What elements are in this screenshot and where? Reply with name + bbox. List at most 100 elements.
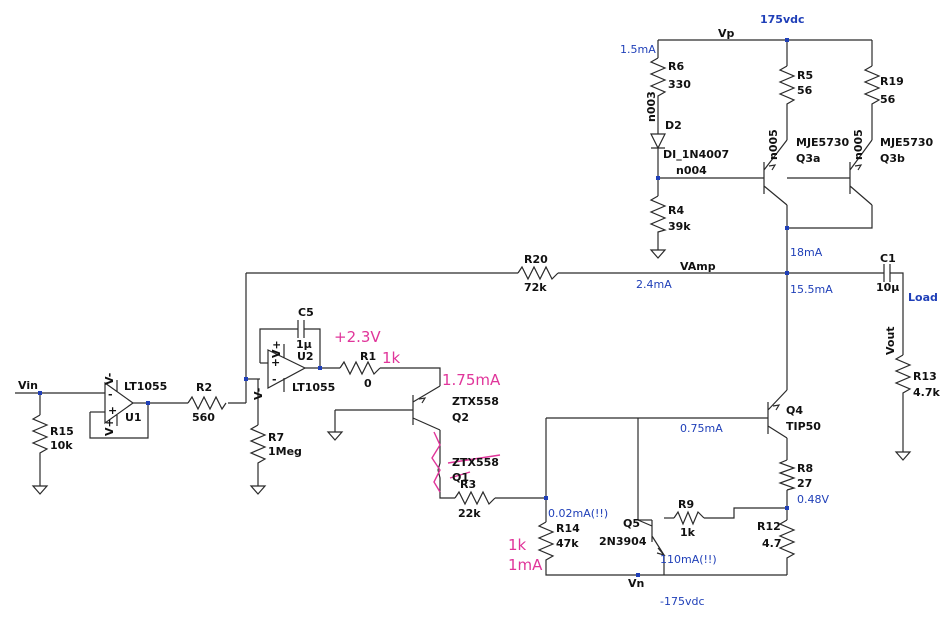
net-vp: Vp (718, 27, 735, 40)
supply-pos: 175vdc (760, 13, 805, 26)
net-vn: Vn (628, 577, 644, 590)
u1-vplus: V+ (103, 418, 116, 436)
c5-ref: C5 (298, 306, 314, 319)
q1-model: ZTX558 (452, 456, 499, 469)
r9-value: 1k (680, 526, 696, 539)
ground-icon (894, 451, 912, 461)
r1-ref: R1 (360, 350, 376, 363)
markup-2-3v: +2.3V (334, 328, 381, 346)
r4-value: 39k (668, 220, 691, 233)
r13-value: 4.7k (913, 386, 940, 399)
annot-18ma: 18mA (790, 246, 823, 259)
r12-ref: R12 (757, 520, 781, 533)
r3-value: 22k (458, 507, 481, 520)
r1-body (339, 360, 381, 376)
r15-value: 10k (50, 439, 73, 452)
r15-ref: R15 (50, 425, 74, 438)
ground-icon (31, 485, 49, 495)
r8-body (778, 459, 796, 491)
r6-value: 330 (668, 78, 691, 91)
net-vin: Vin (18, 379, 38, 392)
net-vamp: VAmp (680, 260, 716, 273)
opamp-u1 (104, 380, 135, 426)
c1-ref: C1 (880, 252, 896, 265)
net-n004: n004 (676, 164, 707, 177)
r4-ref: R4 (668, 204, 684, 217)
labels: Vin Vp VAmp Vn n004 Vout Load n003 n005 … (18, 13, 940, 608)
u1-vminus: V- (103, 373, 116, 385)
r5-ref: R5 (797, 69, 813, 82)
markup-r14-1ma: 1mA (508, 556, 543, 574)
r19-body (863, 65, 881, 106)
r20-ref: R20 (524, 253, 548, 266)
u2-inplus: + (271, 356, 280, 369)
c5-body (290, 320, 312, 338)
q5-model: 2N3904 (599, 535, 647, 548)
q2-model: ZTX558 (452, 395, 499, 408)
q2-symbol (396, 385, 441, 431)
q2-ref: Q2 (452, 411, 469, 424)
q5-ref: Q5 (623, 517, 640, 530)
q4-symbol (757, 389, 788, 439)
markup-1-75ma: 1.75mA (442, 371, 501, 389)
diode-d2 (650, 128, 666, 150)
ground-symbols (31, 249, 912, 495)
u1-model: LT1055 (124, 380, 167, 393)
r2-value: 560 (192, 411, 215, 424)
annot-15-5ma: 15.5mA (790, 283, 833, 296)
resistors (31, 57, 912, 565)
ground-icon (249, 485, 267, 495)
net-vout: Vout (884, 326, 897, 355)
q4-ref: Q4 (786, 404, 803, 417)
q1-ref: Q1 (452, 471, 469, 484)
r20-value: 72k (524, 281, 547, 294)
capacitors (290, 264, 897, 338)
transistors (396, 139, 873, 557)
r14-value: 47k (556, 537, 579, 550)
r19-value: 56 (880, 93, 896, 106)
c1-body (875, 264, 897, 282)
d2-model: DI_1N4007 (663, 148, 729, 161)
u2-inminus: - (272, 373, 277, 386)
u2-ref: U2 (297, 350, 314, 363)
r14-ref: R14 (556, 522, 580, 535)
annot-vp-current: 1.5mA (620, 43, 656, 56)
r6-body (649, 57, 667, 98)
r7-body (249, 424, 267, 467)
r2-body (187, 395, 227, 411)
wires (15, 39, 904, 576)
r6-ref: R6 (668, 60, 684, 73)
q3b-ref: Q3b (880, 152, 905, 165)
r5-body (778, 65, 796, 106)
supply-neg: -175vdc (660, 595, 705, 608)
q3b-model: MJE5730 (880, 136, 934, 149)
u1-inminus: - (108, 388, 113, 401)
markup-r14-1k: 1k (508, 536, 527, 554)
markup-r1-1k: 1k (382, 349, 401, 367)
r7-ref: R7 (268, 431, 284, 444)
u1-ref: U1 (125, 411, 142, 424)
r12-body (778, 519, 796, 565)
ground-icon (649, 249, 667, 259)
ground-icon (326, 431, 344, 441)
r1-value: 0 (364, 377, 372, 390)
r3-body (454, 490, 496, 506)
q3a-symbol (750, 139, 788, 206)
r8-ref: R8 (797, 462, 813, 475)
d2-ref: D2 (665, 119, 682, 132)
annot-0-48v: 0.48V (797, 493, 829, 506)
r12-value: 4.7 (762, 537, 782, 550)
r7-value: 1Meg (268, 445, 302, 458)
opamp-u2 (267, 344, 307, 392)
junctions (38, 38, 789, 577)
u2-vplus: V+ (270, 340, 283, 358)
markup-scribble (431, 431, 501, 493)
r19-ref: R19 (880, 75, 904, 88)
annot-110ma: 110mA(!!) (660, 553, 717, 566)
u1-inplus: + (108, 404, 117, 417)
c1-value: 10µ (876, 281, 899, 294)
net-n005a: n005 (767, 129, 780, 160)
c5-value: 1µ (296, 338, 312, 351)
r13-body (894, 354, 912, 400)
